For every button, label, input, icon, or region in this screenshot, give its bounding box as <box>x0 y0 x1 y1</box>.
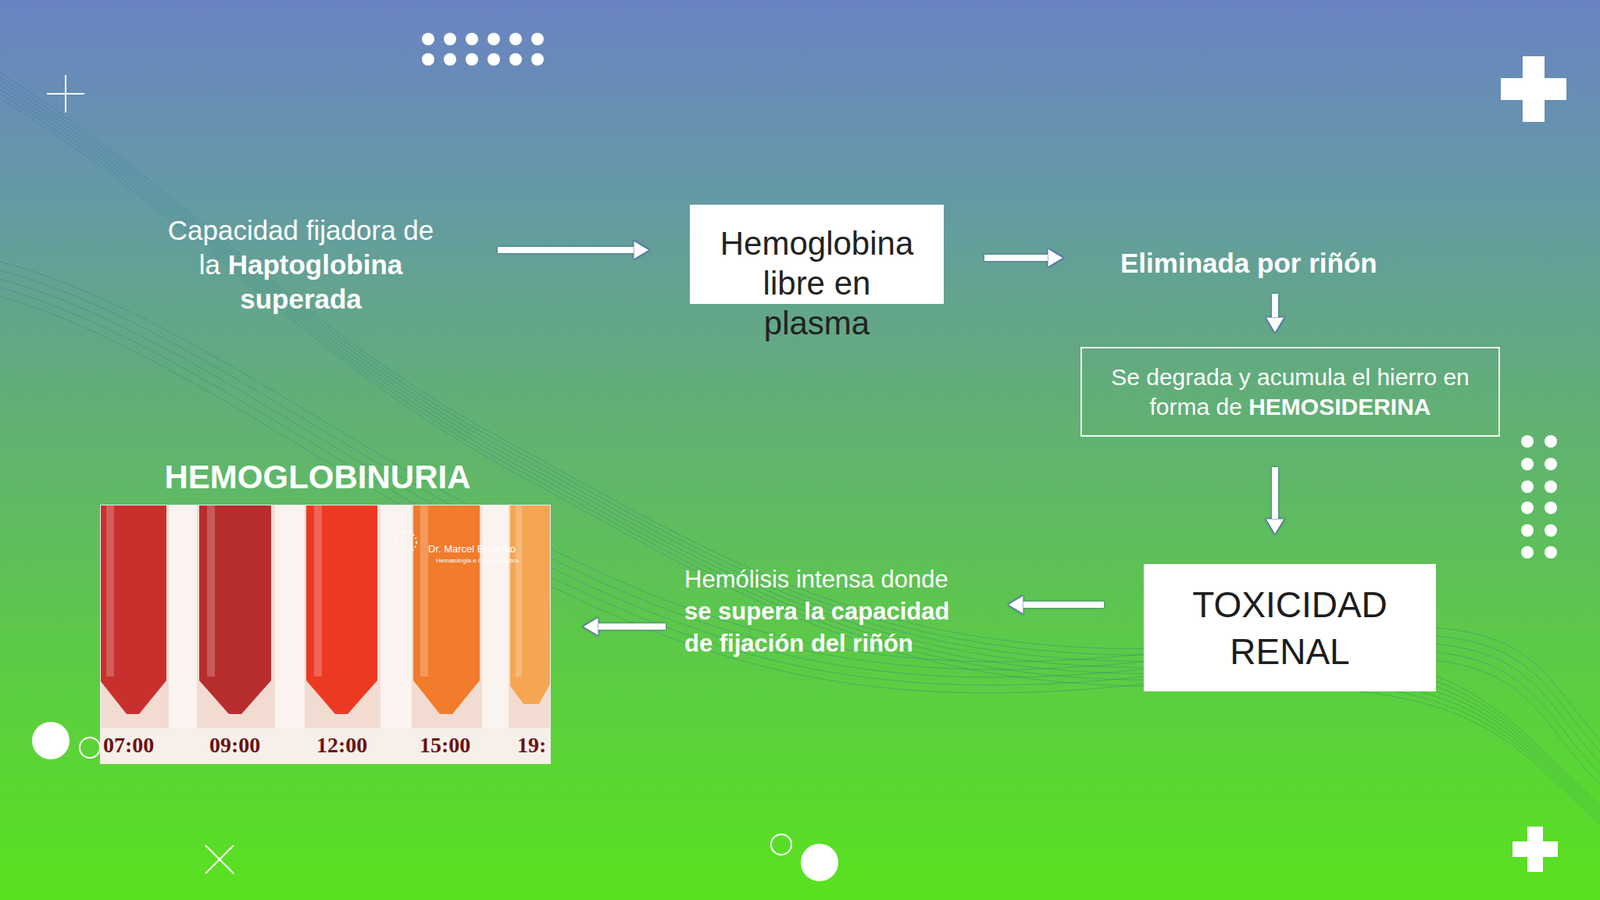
dot <box>509 53 522 66</box>
dot <box>487 53 500 66</box>
flow-text: Hemólisis intensa donde se supera la cap… <box>684 562 966 660</box>
dot <box>1544 457 1558 471</box>
tube-liquid <box>100 504 167 715</box>
text-run: Haptoglobina superada <box>228 249 404 315</box>
wave-line <box>0 265 1600 774</box>
time-label: 15:00 <box>419 732 471 758</box>
wave-line <box>0 273 1600 782</box>
dot <box>443 53 457 66</box>
dot <box>1544 435 1558 448</box>
label-strip <box>100 728 551 765</box>
time-label: 12:00 <box>316 732 368 758</box>
time-label: 07:00 <box>103 732 154 758</box>
dot <box>465 53 479 66</box>
glare <box>515 504 522 677</box>
flow-text: Eliminada por riñón <box>1120 243 1433 283</box>
node-text: Se degrada y acumula el hierro en forma … <box>1110 362 1471 422</box>
node-text: Capacidad fijadora de la Haptoglobina su… <box>160 213 442 317</box>
flow-arrow <box>1271 293 1279 324</box>
dot <box>1544 524 1558 537</box>
wave-line <box>0 289 1600 797</box>
flow-arrow <box>497 246 640 254</box>
dot <box>1544 501 1558 515</box>
flow-arrow <box>984 254 1054 261</box>
node-text: TOXICIDAD RENAL <box>1143 581 1436 675</box>
tube-liquid <box>306 504 378 715</box>
wave-line <box>3 100 1600 866</box>
dot <box>509 32 522 46</box>
dot <box>421 32 435 46</box>
dot <box>421 53 435 66</box>
circle-mark <box>800 843 839 882</box>
dot <box>1544 546 1558 559</box>
dot <box>1521 457 1534 471</box>
flow-arrow <box>592 623 666 630</box>
node-text: Eliminada por riñón <box>1120 246 1433 281</box>
section-heading: HEMOGLOBINURIA <box>85 458 550 497</box>
x-mark <box>205 845 234 874</box>
photo-panel <box>168 504 197 732</box>
wave-line <box>0 281 1600 790</box>
dot <box>1521 480 1534 493</box>
flow-arrow <box>1271 467 1279 525</box>
circle-mark <box>79 737 100 758</box>
glare <box>207 504 215 677</box>
circle-mark <box>771 834 792 855</box>
dot <box>465 32 479 46</box>
time-label: 19: <box>517 732 547 758</box>
wave-line <box>0 87 1600 854</box>
cross-symbol <box>1512 826 1558 872</box>
flow-text: Capacidad fijadora de la Haptoglobina su… <box>160 213 442 317</box>
photo-panel <box>275 504 305 732</box>
process-box: TOXICIDAD RENAL <box>1143 564 1436 692</box>
dot <box>531 32 544 46</box>
dot <box>531 53 544 66</box>
tube-glare <box>106 504 522 677</box>
watermark: Dr. Marcel Brunetto <box>428 542 516 555</box>
wave-line <box>0 75 1600 841</box>
tube-liquid <box>199 504 272 715</box>
glare <box>420 504 429 677</box>
circle-mark <box>32 721 70 760</box>
photo-panel <box>380 504 412 732</box>
wave-line <box>0 62 1600 829</box>
process-box: Hemoglobina libre en plasma <box>689 204 944 304</box>
dot-grid <box>421 32 544 66</box>
tube-liquid <box>413 504 480 715</box>
text-run: HEMOSIDERINA <box>1248 393 1431 420</box>
text-run: Hemólisis intensa donde <box>684 565 949 593</box>
glare <box>106 504 115 677</box>
tube-liquid <box>510 504 551 704</box>
text-run: se supera la capacidad de fijación del r… <box>684 597 950 658</box>
photo-background <box>100 504 551 765</box>
dot-grid <box>1521 435 1558 559</box>
dot <box>443 32 457 46</box>
cross-symbol <box>1500 56 1567 122</box>
dot <box>1521 501 1534 515</box>
plus-mark <box>46 75 85 113</box>
dot <box>1521 546 1534 559</box>
dot <box>487 32 500 46</box>
flow-arrow <box>1017 601 1104 608</box>
dot <box>1521 524 1534 537</box>
dot <box>1521 435 1534 448</box>
wave-lines <box>0 62 1600 866</box>
wave-line <box>0 68 1600 835</box>
wave-line <box>0 81 1600 847</box>
node-text: Hemólisis intensa donde se supera la cap… <box>684 563 966 660</box>
dot <box>1544 480 1558 493</box>
outlined-box: Se degrada y acumula el hierro en forma … <box>1080 346 1500 437</box>
watermark-logo <box>396 532 417 553</box>
wave-line <box>0 93 1600 860</box>
glare <box>314 504 322 677</box>
photo-panel <box>482 504 509 732</box>
node-text: Hemoglobina libre en plasma <box>714 223 919 343</box>
watermark: Hematologia e Clínica Médica <box>435 557 519 565</box>
time-label: 09:00 <box>209 732 261 758</box>
